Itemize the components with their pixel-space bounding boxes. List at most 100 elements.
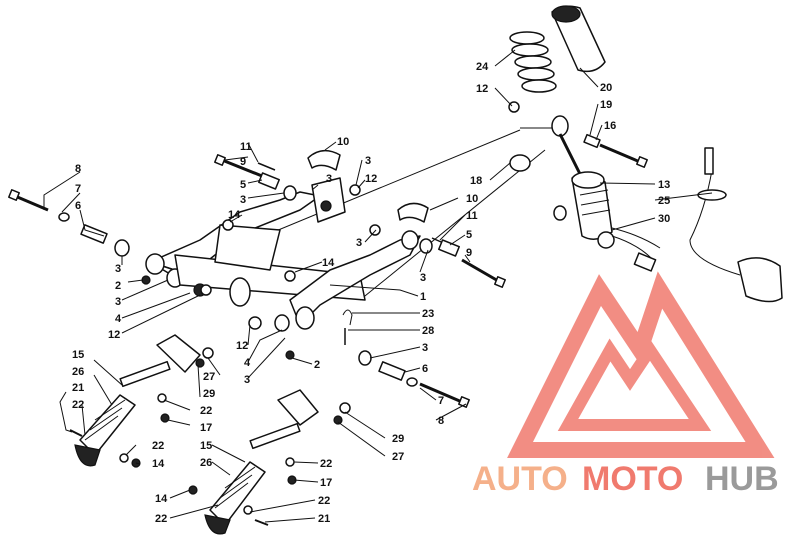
bushing-6-lower: [378, 361, 406, 381]
callout-c-23: 23: [422, 308, 434, 320]
callout-c-7-b: 7: [438, 395, 444, 407]
bolt-9-top: [214, 154, 263, 178]
callout-c-27-a: 27: [203, 371, 215, 383]
callout-c-28: 28: [422, 325, 434, 337]
shock-eye-bottom: [597, 231, 615, 249]
nut-12-center: [248, 316, 262, 330]
washer-22-right-b: [243, 505, 253, 515]
bushing-3-top: [283, 185, 297, 201]
clip-23: [342, 309, 353, 326]
screw-17-left: [160, 413, 170, 423]
callout-c-22-f: 22: [318, 495, 330, 507]
callout-c-19: 19: [600, 99, 612, 111]
footrest-bracket-right: [249, 389, 351, 450]
callout-c-15-a: 15: [72, 349, 84, 361]
callout-c-12-a: 12: [108, 329, 120, 341]
callout-c-3-e: 3: [365, 155, 371, 167]
callout-c-3-c: 3: [240, 194, 246, 206]
callout-c-3-b: 3: [115, 296, 121, 308]
callout-c-6-b: 6: [422, 363, 428, 375]
callout-c-26-b: 26: [200, 457, 212, 469]
screw-21-right: [254, 519, 269, 526]
nut-3-right: [369, 224, 381, 236]
callout-c-21-b: 21: [318, 513, 330, 525]
shock-washer-18: [509, 154, 531, 172]
washer-7-left: [58, 212, 70, 222]
shock-body-13: [571, 171, 613, 240]
nut-12-left: [200, 284, 212, 296]
callout-c-22-e: 22: [155, 513, 167, 525]
callout-c-3-d: 3: [326, 173, 332, 185]
leader-lines: [43, 49, 713, 523]
bracket-10-top: [307, 149, 341, 171]
bolt-9-right: [461, 258, 506, 288]
callout-c-18: 18: [470, 175, 482, 187]
callout-c-4-a: 4: [115, 313, 122, 325]
callout-c-9-a: 9: [240, 156, 246, 168]
pin-11-top: [257, 162, 276, 171]
nut-14-left: [222, 219, 234, 231]
watermark-triangle-outer: [507, 271, 775, 458]
bushing-5-top: [258, 172, 280, 190]
bolt-16: [599, 143, 648, 168]
callout-c-27-b: 27: [392, 451, 404, 463]
callout-labels: 8 7 6 3 2 3 4 12 11 9 5 3 3 14 10 3 12 1…: [72, 61, 670, 525]
callout-c-24: 24: [476, 61, 489, 73]
shock-collar-left: [553, 205, 567, 221]
callout-c-21-a: 21: [72, 382, 84, 394]
watermark-logo: [507, 271, 775, 458]
callout-c-29-b: 29: [392, 433, 404, 445]
callout-c-5-b: 5: [466, 229, 472, 241]
callout-c-2-a: 2: [115, 280, 121, 292]
footrest-bracket-left: [119, 334, 214, 388]
callout-c-8-top: 8: [75, 163, 81, 175]
watermark-word-auto: AUTO: [472, 460, 568, 498]
callout-c-25: 25: [658, 195, 670, 207]
footpeg-26-left: [74, 394, 136, 467]
shock-reservoir-cable-25: [689, 147, 783, 303]
watermark-word-moto: MOTO: [582, 460, 683, 498]
shock-hose-30: [611, 227, 661, 263]
watermark-word-hub: HUB: [705, 460, 779, 498]
callout-c-4-b: 4: [244, 357, 251, 369]
callout-c-6-top: 6: [75, 200, 81, 212]
callout-c-30: 30: [658, 213, 670, 225]
callout-c-26-a: 26: [72, 366, 84, 378]
shock-fitting: [633, 252, 657, 272]
bolt-8-left: [8, 189, 49, 212]
callout-c-9-b: 9: [466, 247, 472, 259]
callout-c-17-b: 17: [320, 477, 332, 489]
grease-2-center: [285, 350, 295, 360]
callout-c-3-f: 3: [356, 237, 362, 249]
nut-3-top: [349, 184, 361, 196]
callout-c-12-b: 12: [365, 173, 377, 185]
callout-c-14-c: 14: [152, 458, 165, 470]
bracket-10-right: [397, 202, 429, 223]
nut-12-shock: [508, 101, 520, 113]
nut-14-center: [284, 270, 296, 282]
bolt-8-lower: [419, 382, 470, 408]
callout-c-11-a: 11: [240, 141, 252, 153]
washer-22-left-b: [119, 453, 129, 463]
callout-c-7-top: 7: [75, 183, 81, 195]
bushing-3-lower: [358, 350, 372, 366]
shock-eye-top: [551, 115, 569, 137]
callout-c-14-b: 14: [322, 257, 335, 269]
bushing-3-left: [114, 239, 130, 257]
callout-c-20: 20: [600, 82, 612, 94]
guide-line-2: [359, 149, 546, 301]
bushing-19: [583, 133, 601, 149]
watermark-triangle-inner: [557, 338, 712, 431]
callout-c-10-a: 10: [337, 136, 349, 148]
callout-c-29-a: 29: [203, 388, 215, 400]
callout-c-22-b: 22: [200, 405, 212, 417]
shock-rod: [558, 133, 584, 179]
rocker-top: [311, 177, 346, 223]
shock-boot-20: [551, 5, 606, 73]
shock-spring-24: [509, 31, 557, 93]
nut-14-right-b: [188, 485, 198, 495]
callout-c-3-a: 3: [115, 263, 121, 275]
footpeg-26-right: [204, 461, 266, 535]
callout-c-16: 16: [604, 120, 616, 132]
callout-c-22-c: 22: [152, 440, 164, 452]
